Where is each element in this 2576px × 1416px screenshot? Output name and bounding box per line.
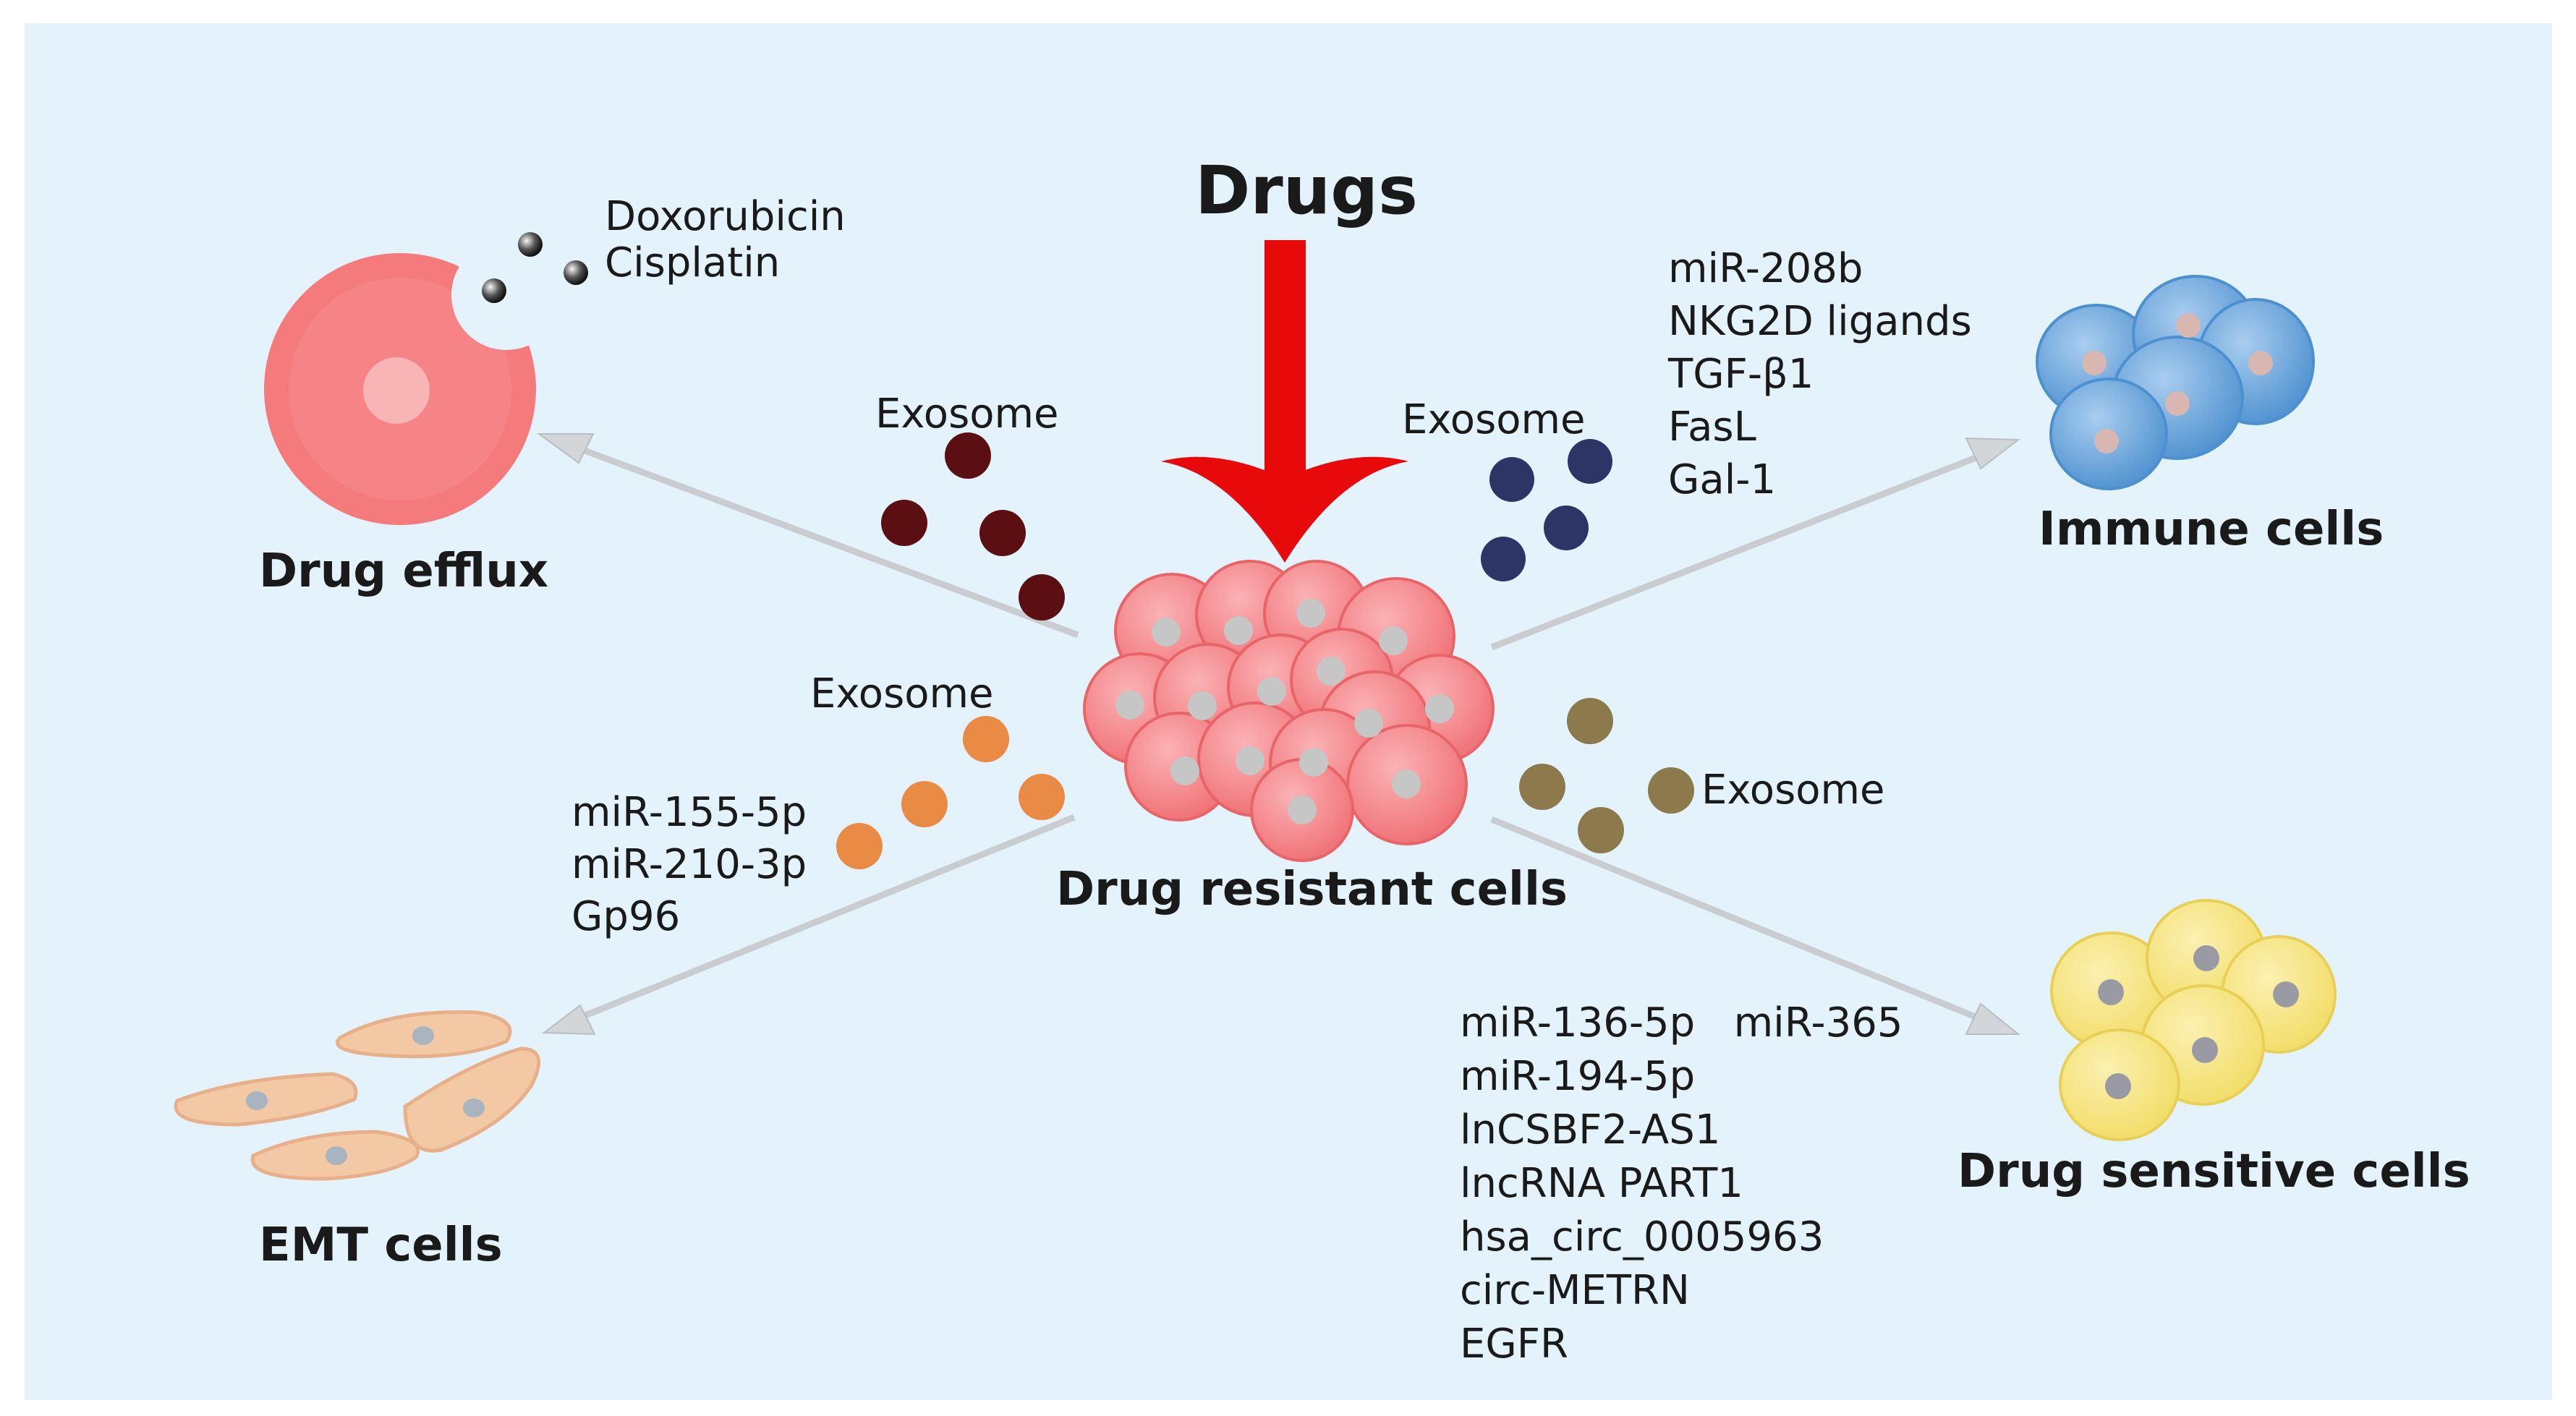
efflux-drug-list: Doxorubicin Cisplatin [605,194,846,286]
cargo-item: miR-155-5p [571,789,807,836]
drug-resistant-cell-cluster [1083,560,1495,862]
exosome-cluster-sensitive [1519,698,1694,853]
sensitive-cargo-list: miR-136-5p miR-365 miR-194-5p lnCSBF2-AS… [1460,997,1903,1371]
cargo-item: NKG2D ligands [1668,298,1972,345]
drug-sensitive-cell-cluster [2050,899,2337,1141]
arrow-to-emt-cells [542,814,1076,1036]
arrow-to-drug-sensitive-cells [1490,816,2020,1035]
cargo-item: Gal-1 [1668,456,1777,503]
drug-label: Doxorubicin [605,193,846,240]
exosome-label-emt: Exosome [810,670,994,717]
cargo-item: miR-194-5p [1460,1053,1696,1100]
cargo-item: Gp96 [571,893,681,940]
drug-molecule-icons [482,232,588,303]
cargo-item: FasL [1668,404,1756,451]
cargo-item: EGFR [1460,1321,1568,1368]
exosome-cluster-efflux [881,432,1065,620]
cargo-item: lnCSBF2-AS1 [1460,1106,1721,1153]
immune-cells-label: Immune cells [2039,503,2384,556]
drugs-arrow [1161,240,1408,563]
drug-sensitive-cells-label: Drug sensitive cells [1957,1145,2470,1198]
cargo-item: TGF-β1 [1668,351,1814,398]
drug-efflux-cell [264,240,561,525]
cargo-item: miR-210-3p [571,841,807,888]
immune-cargo-list: miR-208b NKG2D ligands TGF-β1 FasL Gal-1 [1668,242,1972,506]
cargo-item: circ-METRN [1460,1267,1690,1314]
drugs-title: Drugs [1195,152,1418,229]
cargo-item: hsa_circ_0005963 [1460,1214,1824,1261]
drug-efflux-label: Drug efflux [259,545,549,598]
immune-cell-cluster [2036,275,2315,490]
cargo-item: lncRNA PART1 [1460,1160,1743,1207]
emt-cell-cluster [174,1010,541,1181]
drug-resistant-cells-label: Drug resistant cells [1056,863,1568,916]
emt-cargo-list: miR-155-5p miR-210-3p Gp96 [571,787,807,943]
exosome-label-efflux: Exosome [875,391,1059,438]
arrow-to-immune-cells [1490,437,2020,651]
cargo-item: miR-136-5p miR-365 [1460,999,1903,1046]
emt-cells-label: EMT cells [259,1219,503,1272]
exosome-cluster-immune [1481,439,1612,581]
arrow-to-drug-efflux [536,433,1079,639]
exosome-label-sensitive: Exosome [1701,767,1885,814]
exosome-cluster-emt [836,716,1065,869]
cargo-item: miR-208b [1668,245,1863,292]
exosome-label-immune: Exosome [1402,396,1586,443]
drug-label: Cisplatin [605,239,781,286]
